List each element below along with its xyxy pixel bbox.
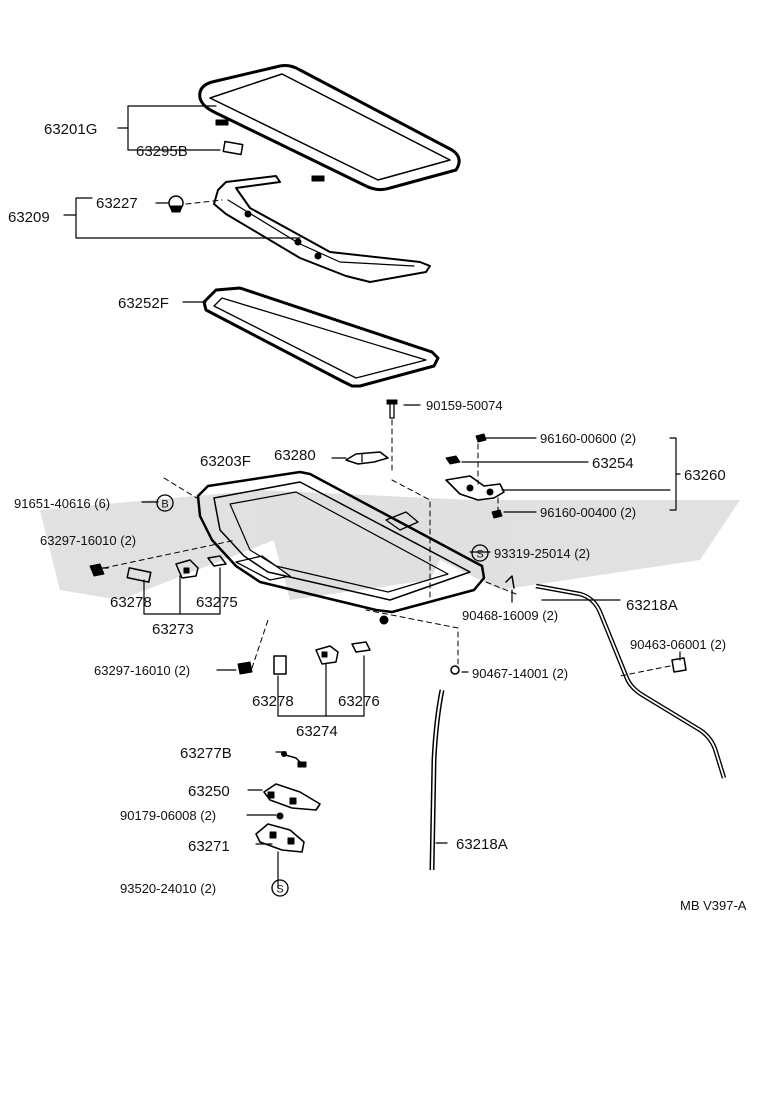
label-63271: 63271 bbox=[188, 838, 230, 855]
label-63275: 63275 bbox=[196, 594, 238, 611]
clip-63254-part bbox=[445, 455, 461, 465]
clip-63297-lower-part bbox=[237, 661, 253, 675]
mark-s-circle-93520: S bbox=[271, 879, 289, 897]
leader-lines bbox=[63, 105, 681, 889]
label-63252f: 63252F bbox=[118, 295, 169, 312]
label-63273: 63273 bbox=[152, 621, 194, 638]
clip-63297-part bbox=[89, 563, 105, 577]
label-63274: 63274 bbox=[296, 723, 338, 740]
watermark-logo bbox=[40, 490, 740, 600]
part-labels: 63201G 63295B 63209 63227 63252F 90159-5… bbox=[8, 121, 747, 913]
pad-63278-part bbox=[126, 567, 152, 583]
label-63218a-right: 63218A bbox=[626, 597, 678, 614]
glass-frame-63209-part bbox=[213, 175, 431, 283]
label-93520-24010: 93520-24010 (2) bbox=[120, 881, 216, 896]
screw-96160-00600-part bbox=[475, 433, 487, 443]
label-90468-16009: 90468-16009 (2) bbox=[462, 608, 558, 623]
cable-63277b-part bbox=[281, 751, 307, 768]
label-63254: 63254 bbox=[592, 455, 634, 472]
bracket-63276-part bbox=[351, 641, 371, 653]
guide-63280-part bbox=[345, 451, 389, 465]
svg-text:S: S bbox=[476, 549, 483, 561]
screw-96160-00400-part bbox=[491, 509, 503, 519]
knob-63227-part bbox=[168, 195, 184, 213]
screw-90179-part bbox=[276, 812, 284, 820]
label-63297-16010-upper: 63297-16010 (2) bbox=[40, 533, 136, 548]
svg-text:S: S bbox=[276, 884, 283, 896]
label-63280: 63280 bbox=[274, 447, 316, 464]
pad-63278-lower-part bbox=[273, 655, 287, 675]
drain-hose-lower-part bbox=[429, 689, 445, 871]
bracket-63273-part bbox=[175, 559, 199, 579]
label-96160-00400: 96160-00400 (2) bbox=[540, 505, 636, 520]
label-63250: 63250 bbox=[188, 783, 230, 800]
label-91651-40616: 91651-40616 (6) bbox=[14, 496, 110, 511]
label-63260: 63260 bbox=[684, 467, 726, 484]
drain-hose-right-part bbox=[535, 583, 727, 779]
label-63201g: 63201G bbox=[44, 121, 97, 138]
bracket-63274-part bbox=[315, 645, 339, 665]
label-63297-16010-lower: 63297-16010 (2) bbox=[94, 663, 190, 678]
mark-s-circle-93319: S bbox=[471, 544, 489, 562]
label-90159-50074: 90159-50074 bbox=[426, 398, 503, 413]
sunroof-housing-63203f-part bbox=[196, 470, 486, 625]
bracket-63275-part bbox=[207, 555, 227, 567]
bolt-90159-part bbox=[386, 399, 398, 419]
label-63276: 63276 bbox=[338, 693, 380, 710]
label-96160-00600: 96160-00600 (2) bbox=[540, 431, 636, 446]
label-63277b: 63277B bbox=[180, 745, 232, 762]
diagram-code: MB V397-A bbox=[680, 898, 747, 913]
label-90179-06008: 90179-06008 (2) bbox=[120, 808, 216, 823]
label-63218a-lower: 63218A bbox=[456, 836, 508, 853]
weatherstrip-63252f-part bbox=[202, 286, 440, 388]
bracket-63271-part bbox=[255, 823, 305, 853]
svg-text:B: B bbox=[161, 499, 168, 511]
clip-90468-part bbox=[505, 575, 515, 589]
label-63278-lower: 63278 bbox=[252, 693, 294, 710]
label-63209: 63209 bbox=[8, 209, 50, 226]
label-63278-upper: 63278 bbox=[110, 594, 152, 611]
label-63295b: 63295B bbox=[136, 143, 188, 160]
label-90463-06001: 90463-06001 (2) bbox=[630, 637, 726, 652]
motor-63260-part bbox=[445, 475, 505, 501]
mark-b-circle: B bbox=[156, 494, 174, 512]
dashed-guide-lines bbox=[103, 199, 671, 677]
clip-90467-part bbox=[450, 665, 460, 675]
clamp-90463-part bbox=[671, 657, 687, 673]
label-63203f: 63203F bbox=[200, 453, 251, 470]
bracket-63250-part bbox=[263, 783, 321, 811]
label-63227: 63227 bbox=[96, 195, 138, 212]
clip-63295b-part bbox=[222, 140, 244, 156]
label-90467-14001: 90467-14001 (2) bbox=[472, 666, 568, 681]
label-93319-25014: 93319-25014 (2) bbox=[494, 546, 590, 561]
sunroof-glass-part bbox=[198, 64, 461, 192]
